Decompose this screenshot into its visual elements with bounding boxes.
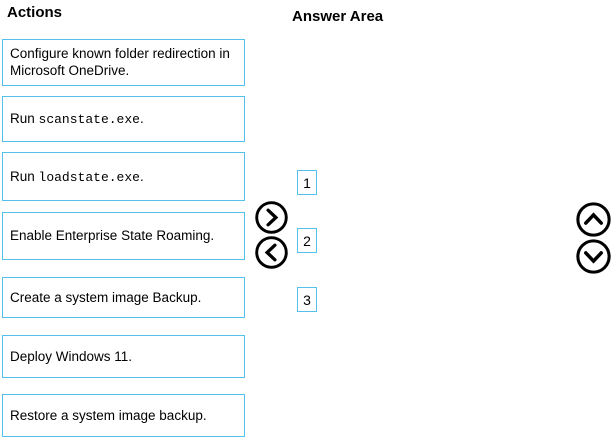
answer-slot-number: 1: [303, 174, 311, 191]
move-button-group: [254, 200, 289, 270]
move-down-button[interactable]: [575, 238, 612, 275]
action-item-label: Deploy Windows 11.: [10, 348, 133, 364]
action-item-run-scanstate[interactable]: Run scanstate.exe.: [2, 96, 245, 142]
chevron-down-icon: [576, 239, 611, 274]
answer-slot-3[interactable]: 3: [297, 287, 317, 312]
action-item-label: Run scanstate.exe.: [10, 111, 144, 127]
chevron-left-icon: [255, 236, 288, 269]
reorder-button-group: [575, 201, 612, 275]
answer-area-header: Answer Area: [292, 8, 384, 25]
answer-slot-number: 3: [303, 291, 311, 308]
move-up-button[interactable]: [575, 201, 612, 238]
answer-slot-number: 2: [303, 232, 311, 249]
answer-slot-1[interactable]: 1: [297, 170, 317, 195]
action-item-run-loadstate[interactable]: Run loadstate.exe.: [2, 152, 245, 201]
chevron-right-icon: [255, 201, 288, 234]
action-item-label: Create a system image Backup.: [10, 289, 202, 305]
action-item-deploy-windows-11[interactable]: Deploy Windows 11.: [2, 335, 245, 378]
answer-slot-2[interactable]: 2: [297, 228, 317, 253]
move-left-button[interactable]: [254, 235, 289, 270]
action-item-label: Restore a system image backup.: [10, 407, 207, 423]
chevron-up-icon: [576, 202, 611, 237]
action-item-configure-onedrive[interactable]: Configure known folder redirection in Mi…: [2, 39, 245, 86]
actions-header: Actions: [7, 4, 63, 21]
action-item-create-system-image-backup[interactable]: Create a system image Backup.: [2, 277, 245, 318]
move-right-button[interactable]: [254, 200, 289, 235]
action-item-restore-system-image-backup[interactable]: Restore a system image backup.: [2, 394, 245, 437]
action-item-label: Configure known folder redirection in Mi…: [10, 46, 230, 78]
action-item-label: Enable Enterprise State Roaming.: [10, 228, 215, 243]
action-item-label: Run loadstate.exe.: [10, 168, 144, 185]
action-item-enable-enterprise-state-roaming[interactable]: Enable Enterprise State Roaming.: [2, 212, 245, 260]
